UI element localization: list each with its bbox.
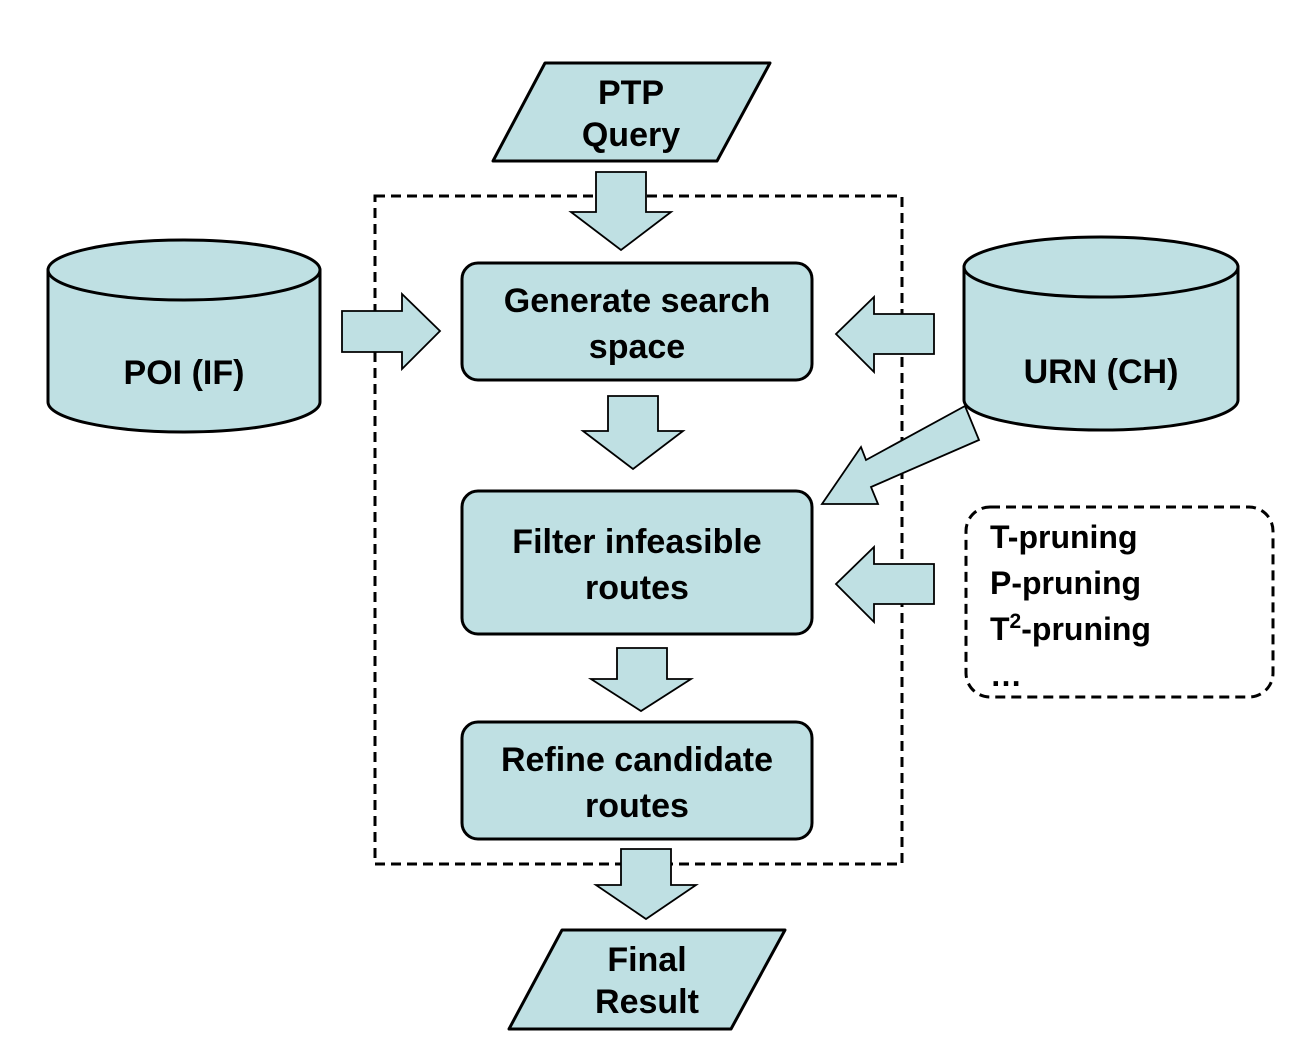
arrow-pruning-to-filter [834,544,935,625]
arrow-urn-to-filter [820,404,981,505]
poi-database: POI (IF) [46,238,322,434]
arrow-filter-to-refine [587,647,695,713]
ptp-query-input: PTP Query [491,61,772,163]
arrow-poi-to-generate [341,291,442,372]
filter-step-line2: routes [585,569,689,607]
refine-step-line1: Refine candidate [501,741,773,779]
urn-database: URN (CH) [962,235,1240,432]
urn-database-label: URN (CH) [1024,353,1179,391]
p-pruning-label: P-pruning [990,565,1141,601]
poi-database-label: POI (IF) [124,354,245,392]
pruning-ellipsis: … [990,657,1022,693]
arrow-generate-to-filter [580,395,686,471]
pruning-techniques-box: T-pruning P-pruning T2-pruning … [964,505,1275,699]
filter-infeasible-routes-step: Filter infeasible routes [460,489,814,636]
arrow-urn-to-generate [834,294,935,375]
refine-candidate-routes-step: Refine candidate routes [460,720,814,841]
arrow-refine-to-result [593,848,699,921]
final-result-output: Final Result [507,928,787,1031]
filter-step-line1: Filter infeasible [512,523,761,561]
refine-step-line2: routes [585,787,689,825]
t-pruning-label: T-pruning [990,519,1138,555]
ptp-query-line1: PTP [598,74,664,112]
generate-step-line1: Generate search [504,282,771,320]
generate-search-space-step: Generate search space [460,261,814,382]
arrow-query-to-generate [568,171,674,252]
final-result-line1: Final [607,941,686,979]
generate-step-line2: space [589,328,685,366]
t2-pruning-label: T2-pruning [990,610,1151,647]
final-result-line2: Result [595,983,699,1021]
ptp-query-line2: Query [582,116,680,154]
